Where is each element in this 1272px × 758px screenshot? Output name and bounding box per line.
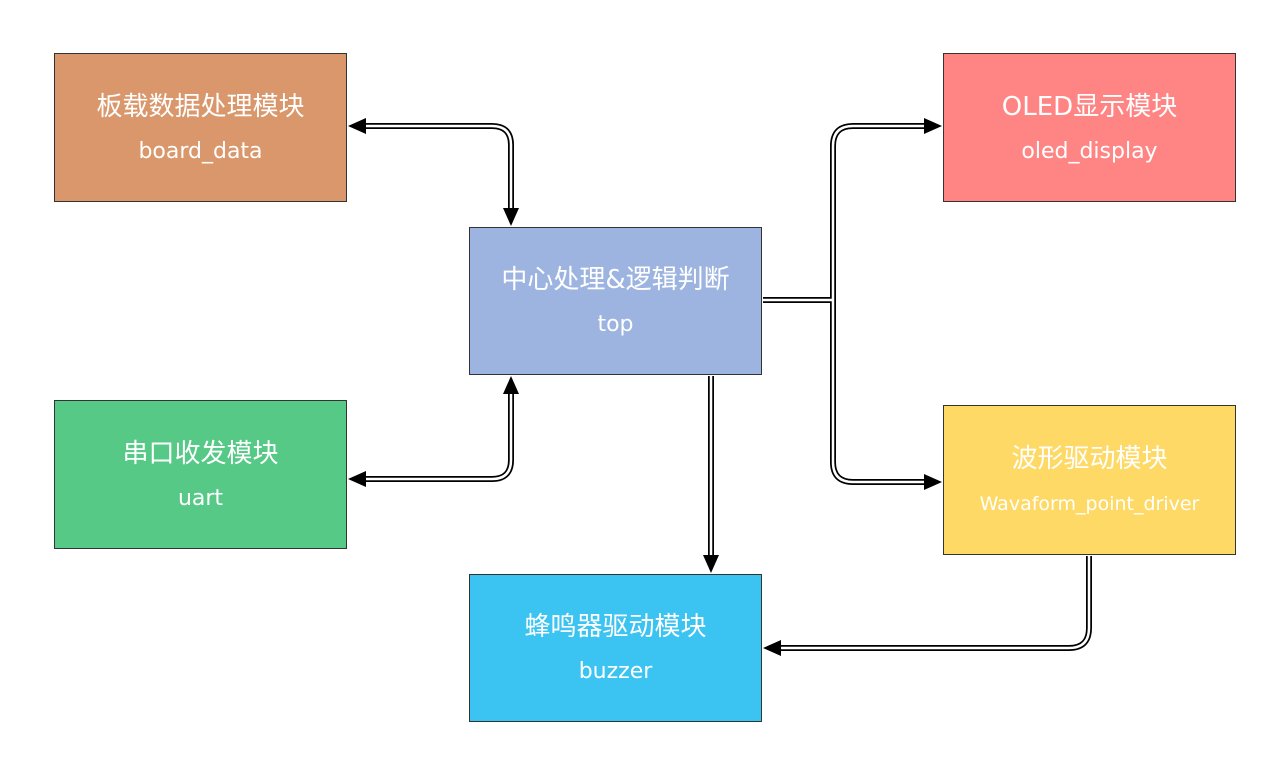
arrowhead-into-buzzer-from-top <box>703 555 719 573</box>
connector-top-buzzer <box>703 376 719 573</box>
uart-module-name-cn: 串口收发模块 <box>122 438 279 469</box>
oled-display-module-name-cn: OLED显示模块 <box>1001 91 1178 122</box>
oled-display-module-name-en: oled_display <box>1021 138 1158 164</box>
connector-top-outputs <box>763 118 942 490</box>
uart-module: 串口收发模块 uart <box>54 400 347 549</box>
waveform-driver-module-name-cn: 波形驱动模块 <box>1011 444 1168 474</box>
connector-waveform-buzzer <box>763 556 1092 656</box>
top-module: 中心处理&逻辑判断 top <box>469 227 762 375</box>
arrowhead-into-oled <box>924 118 942 134</box>
uart-module-name-en: uart <box>177 485 224 511</box>
oled-display-module: OLED显示模块 oled_display <box>943 53 1236 202</box>
top-module-name-en: top <box>597 312 634 337</box>
waveform-driver-module-name-en: Wavaform_point_driver <box>979 493 1200 515</box>
arrowhead-into-uart <box>348 471 366 487</box>
connector-board-data-top <box>348 118 519 226</box>
buzzer-module: 蜂鸣器驱动模块 buzzer <box>469 574 762 722</box>
board-data-module-name-en: board_data <box>138 138 263 164</box>
buzzer-module-name-en: buzzer <box>578 659 653 684</box>
arrowhead-into-board-data <box>348 118 366 134</box>
waveform-driver-module: 波形驱动模块 Wavaform_point_driver <box>943 405 1236 555</box>
arrowhead-into-top-from-board <box>503 208 519 226</box>
board-data-module-name-cn: 板载数据处理模块 <box>96 91 305 122</box>
top-module-name-cn: 中心处理&逻辑判断 <box>501 265 730 295</box>
connector-uart-top <box>348 376 519 487</box>
buzzer-module-name-cn: 蜂鸣器驱动模块 <box>524 612 707 642</box>
arrowhead-into-waveform <box>924 474 942 490</box>
arrowhead-into-top-from-uart <box>503 376 519 394</box>
arrowhead-into-buzzer-from-waveform <box>763 640 781 656</box>
board-data-module: 板载数据处理模块 board_data <box>54 53 347 202</box>
